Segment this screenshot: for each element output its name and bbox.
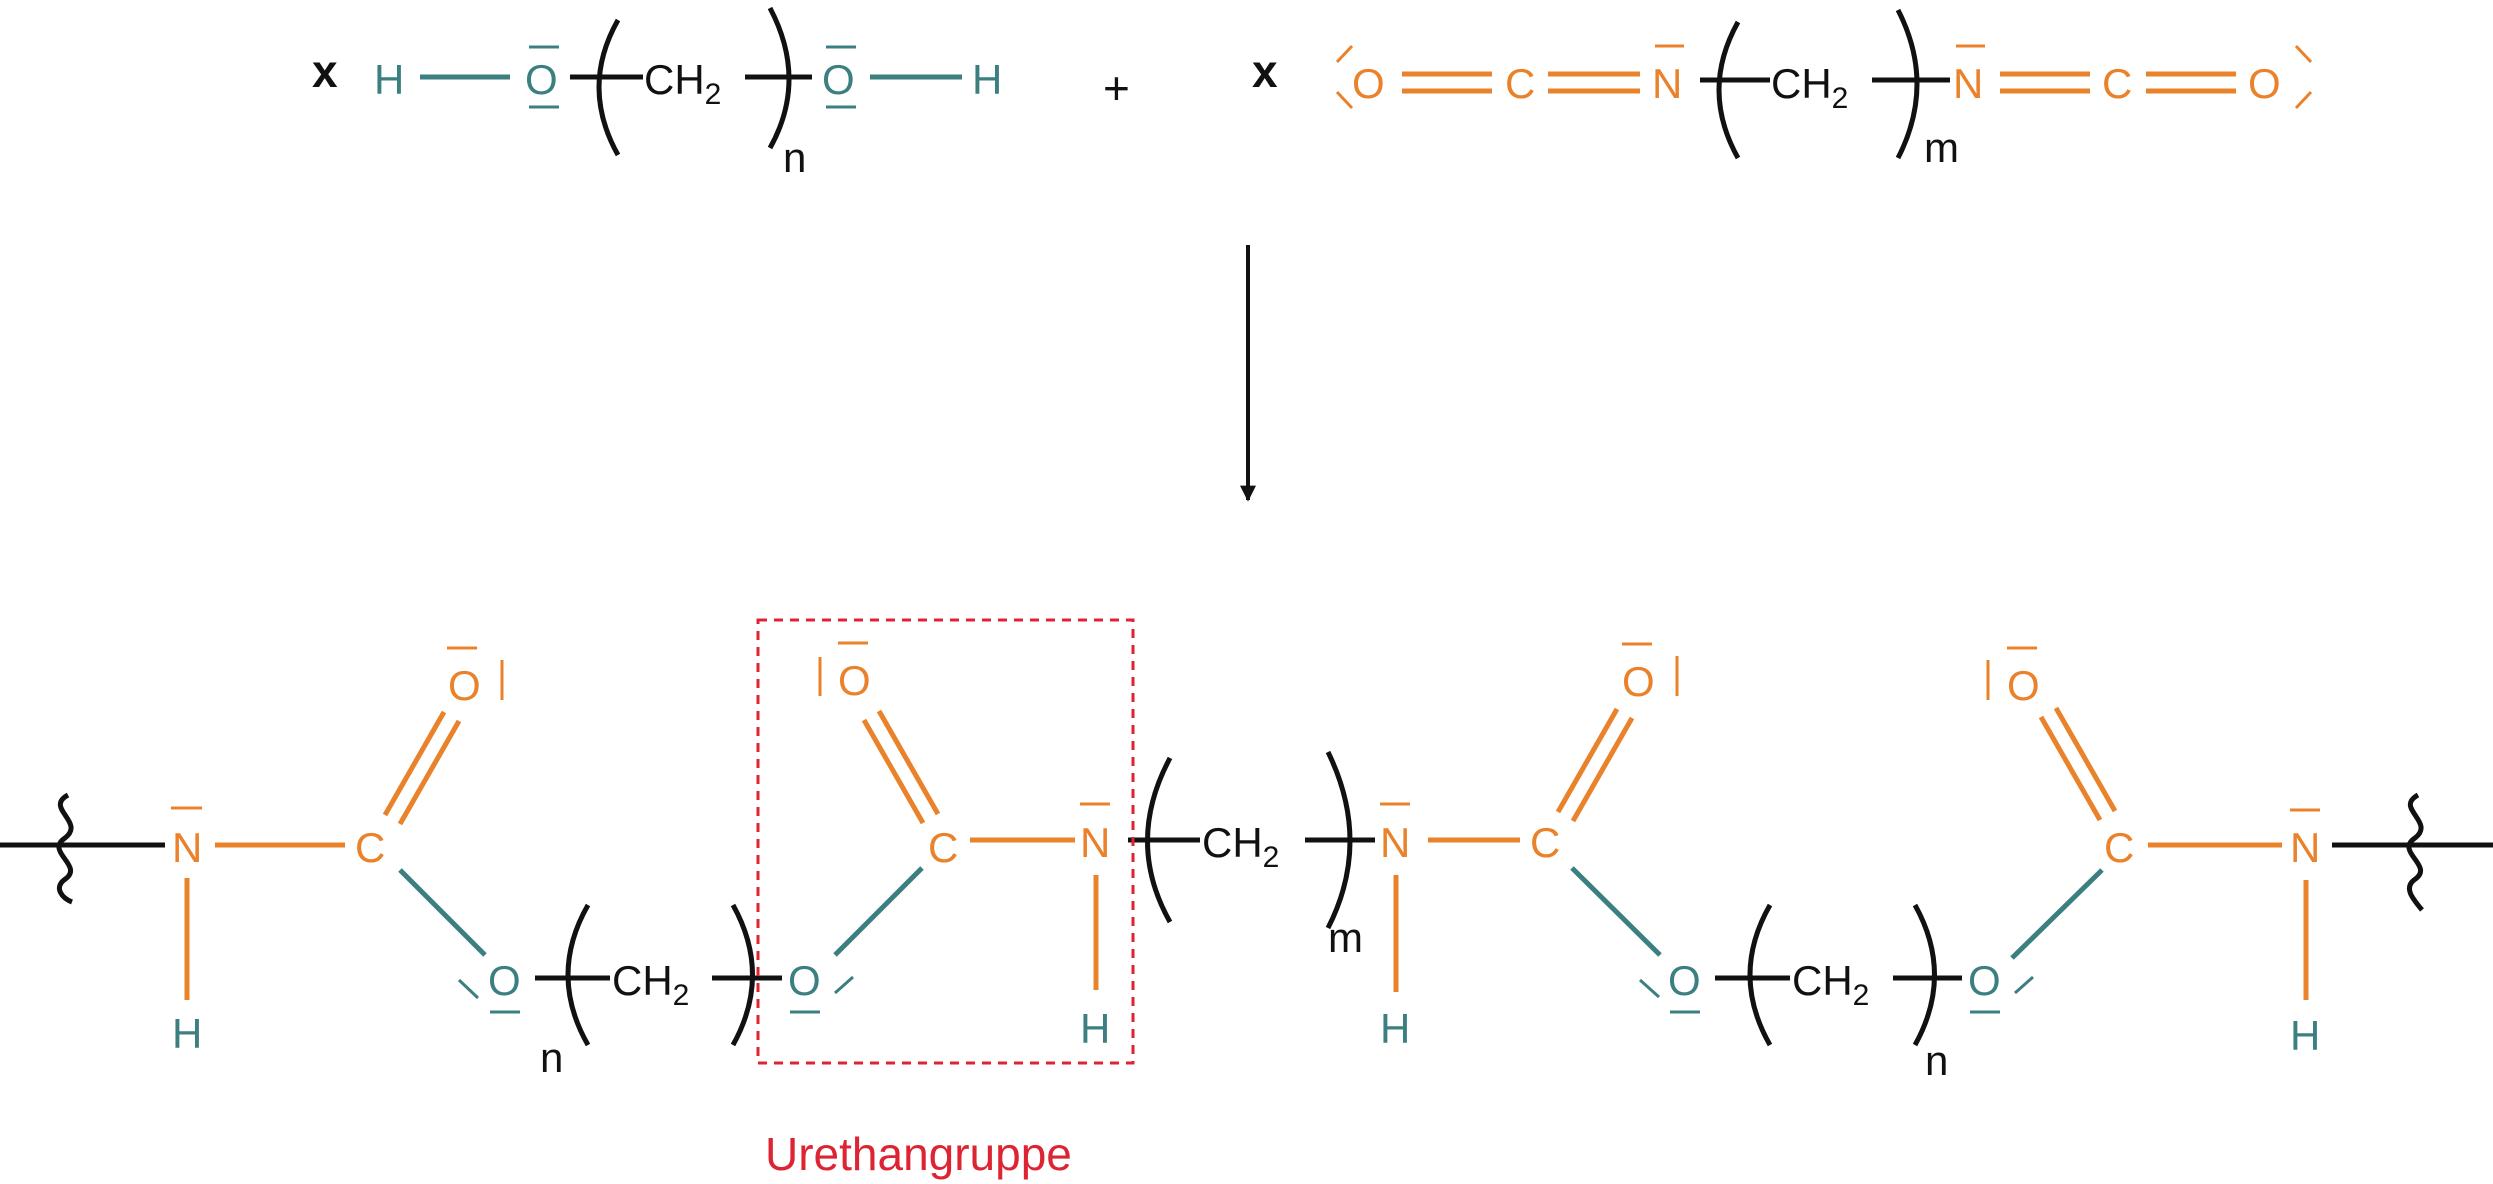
lone-pair-bar	[2014, 975, 2034, 995]
atom-n: N	[172, 824, 202, 871]
bracket-right	[767, 6, 792, 150]
double-bond-c-o	[382, 710, 447, 817]
wavy-bond-icon	[2406, 792, 2424, 912]
lone-pair-bar	[1335, 90, 1354, 110]
coefficient-x-diol: x	[312, 45, 338, 97]
lone-pair-bar	[834, 975, 854, 995]
group-ch2: CH2	[1202, 819, 1279, 874]
bracket-left	[1747, 903, 1773, 1047]
atom-c: C	[355, 824, 385, 871]
atom-h: H	[972, 56, 1002, 103]
urethane-highlight-box	[756, 618, 1135, 1065]
index-m: m	[1924, 124, 1959, 171]
atom-n: N	[1380, 819, 1410, 866]
double-bond-c-o	[876, 709, 941, 816]
atom-o: O	[448, 662, 481, 709]
bracket-right	[1912, 903, 1937, 1047]
coefficient-x-isocyanate: x	[1252, 45, 1278, 97]
group-ch2: CH2	[1771, 60, 1848, 115]
atom-o: O	[488, 957, 521, 1004]
atom-o: O	[2007, 662, 2040, 709]
atom-c: C	[1505, 60, 1535, 107]
atom-c: C	[1530, 819, 1560, 866]
bracket-left	[565, 903, 591, 1047]
atom-n: N	[1652, 60, 1682, 107]
atom-o: O	[2248, 60, 2281, 107]
lone-pair-bar	[457, 978, 480, 1000]
lone-pair-bar	[2294, 44, 2313, 64]
atom-c: C	[2102, 60, 2132, 107]
double-bond-c-o	[2053, 706, 2118, 813]
bracket-right	[1895, 8, 1920, 160]
polyurethane-product: N H C O O CH2 n O C O N	[0, 641, 2493, 1084]
atom-h: H	[374, 56, 404, 103]
lone-pair-bar	[1638, 978, 1661, 999]
bracket-right	[730, 903, 755, 1047]
bracket-left	[1716, 20, 1741, 160]
double-bond-c-o	[1570, 716, 1635, 823]
atom-o: O	[838, 657, 871, 704]
bracket-right	[1325, 750, 1353, 930]
diisocyanate-reactant: x O C N CH2 m N C O	[1252, 8, 2313, 171]
group-ch2: CH2	[1792, 957, 1869, 1012]
bracket-left	[1145, 756, 1173, 924]
wavy-bond-icon	[56, 792, 74, 905]
atom-c: C	[2104, 824, 2134, 871]
atom-n: N	[2290, 824, 2320, 871]
bond-c-o	[1570, 866, 1662, 957]
diol-reactant: x H O CH2 n O H	[312, 6, 1002, 181]
atom-h: H	[172, 1010, 202, 1057]
atom-n: N	[1080, 819, 1110, 866]
lone-pair-bar	[1335, 44, 1354, 64]
index-n: n	[540, 1034, 563, 1081]
atom-o: O	[1668, 957, 1701, 1004]
bond-c-o	[398, 868, 487, 957]
index-m: m	[1328, 914, 1363, 961]
atom-h: H	[1080, 1005, 1110, 1052]
bond-o-c	[833, 866, 924, 957]
atom-c: C	[928, 824, 958, 871]
double-bond-c-o	[2038, 715, 2103, 822]
lone-pair-bar	[2294, 90, 2313, 110]
group-ch2: CH2	[644, 56, 721, 111]
atom-h: H	[2290, 1012, 2320, 1059]
atom-o: O	[1622, 658, 1655, 705]
atom-o: O	[525, 56, 558, 103]
atom-h: H	[1380, 1005, 1410, 1052]
bracket-left	[596, 18, 621, 157]
double-bond-c-o	[861, 718, 926, 825]
atom-o: O	[1968, 957, 2001, 1004]
atom-o: O	[1352, 60, 1385, 107]
index-n: n	[1925, 1037, 1948, 1084]
double-bond-c-o	[1555, 707, 1620, 814]
atom-o: O	[822, 56, 855, 103]
urethane-group-label: Urethangruppe	[765, 1128, 1072, 1180]
double-bond-c-o	[397, 719, 462, 826]
index-n: n	[783, 134, 806, 181]
plus-sign: +	[1103, 62, 1130, 114]
group-ch2: CH2	[612, 957, 689, 1012]
atom-n: N	[1953, 60, 1983, 107]
atom-o: O	[788, 957, 821, 1004]
bond-o-c	[2010, 868, 2104, 960]
